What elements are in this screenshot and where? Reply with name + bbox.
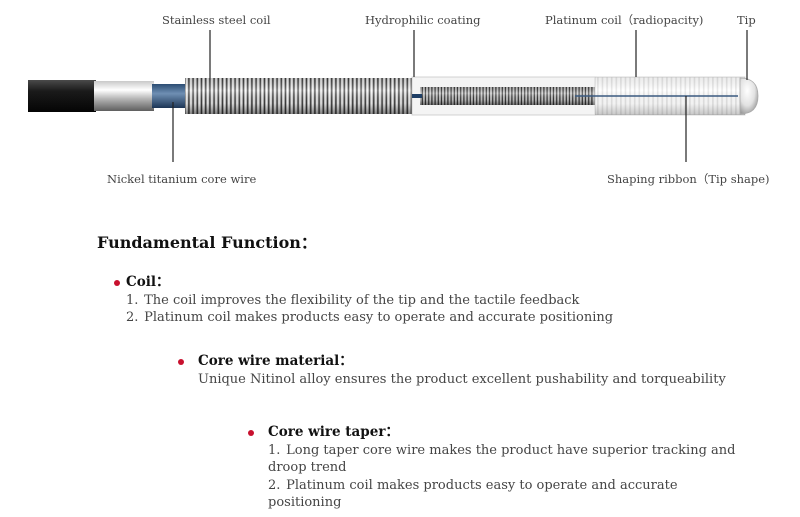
silver-band (94, 81, 154, 111)
feature-title: Core wire material： (198, 353, 353, 369)
feature-coil: Coil： 1. The coil improves the flexibili… (114, 274, 613, 326)
label-platinum-coil: Platinum coil（radiopacity) (545, 13, 704, 27)
line-text: The coil improves the flexibility of the… (144, 293, 580, 308)
line-number: 1. (126, 293, 139, 308)
feature-line: 2. Platinum coil makes products easy to … (126, 309, 613, 326)
feature-line: Unique Nitinol alloy ensures the product… (198, 372, 726, 387)
label-hydrophilic-coating: Hydrophilic coating (365, 13, 481, 27)
feature-line: 2. Platinum coil makes products easy to … (268, 477, 748, 511)
outer-sleeve (28, 80, 96, 112)
line-text: Platinum coil makes products easy to ope… (268, 478, 678, 510)
line-number: 2. (268, 478, 281, 493)
bullet-icon (114, 280, 120, 286)
line-text: Long taper core wire makes the product h… (268, 443, 736, 475)
bullet-icon (248, 430, 254, 436)
feature-core-wire-taper: Core wire taper： 1. Long taper core wire… (248, 424, 748, 511)
feature-core-wire-material: Core wire material： Unique Nitinol alloy… (178, 353, 726, 388)
guidewire-diagram (28, 30, 759, 162)
line-text: Platinum coil makes products easy to ope… (144, 310, 614, 325)
tip (739, 77, 759, 115)
line-number: 2. (126, 310, 139, 325)
section-title: Fundamental Function： (97, 233, 317, 252)
line-number: 1. (268, 443, 281, 458)
feature-title: Core wire taper： (268, 424, 399, 440)
label-nickel-titanium-core-wire: Nickel titanium core wire (107, 172, 257, 186)
label-stainless-steel-coil: Stainless steel coil (162, 13, 271, 27)
label-tip: Tip (737, 13, 756, 27)
bullet-icon (178, 359, 184, 365)
core-wire-segment (152, 84, 186, 108)
label-shaping-ribbon: Shaping ribbon（Tip shape) (607, 172, 770, 186)
feature-line: 1. The coil improves the flexibility of … (126, 292, 613, 309)
feature-title: Coil： (126, 274, 170, 290)
feature-line: 1. Long taper core wire makes the produc… (268, 442, 738, 476)
